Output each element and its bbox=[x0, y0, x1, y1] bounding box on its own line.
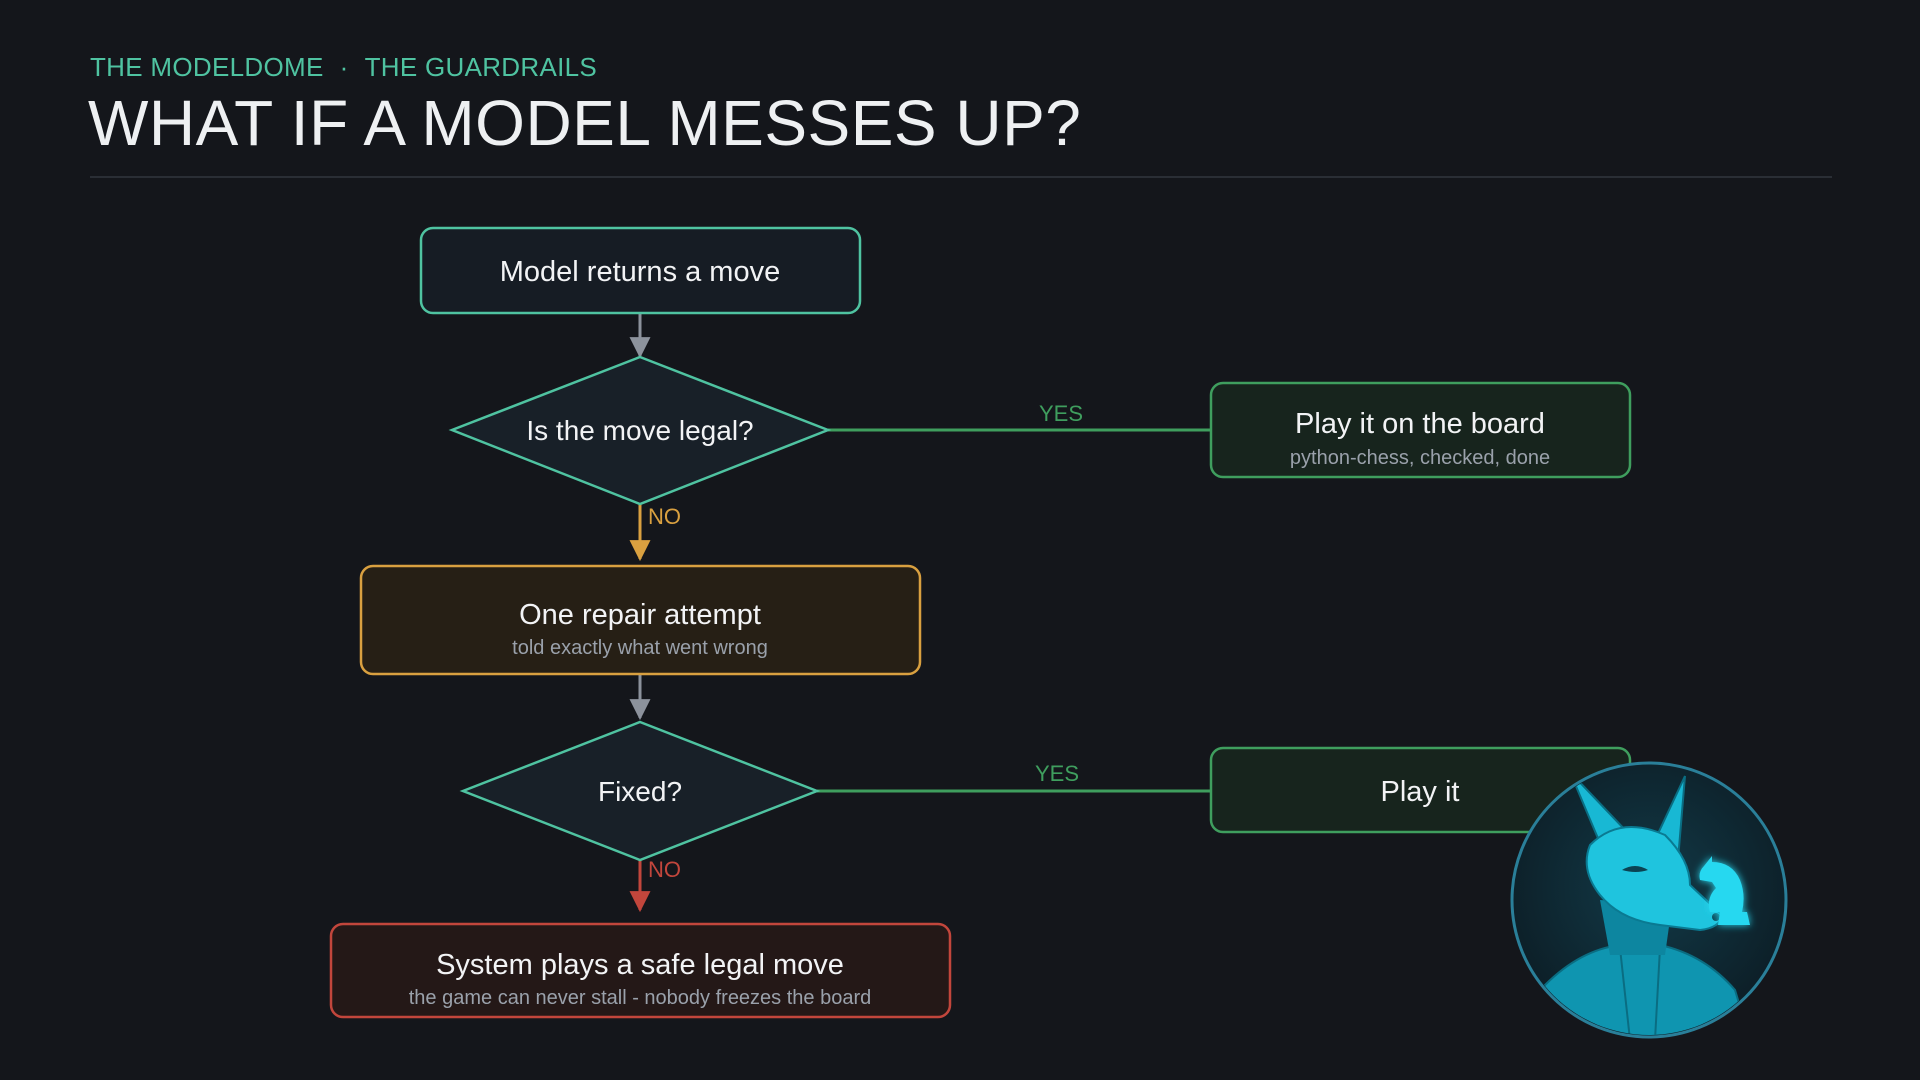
chess-knight-icon bbox=[1699, 856, 1750, 925]
node-repair-attempt-title: One repair attempt bbox=[519, 599, 761, 631]
node-safe-legal-move-title: System plays a safe legal move bbox=[436, 949, 844, 981]
node-play-it-title: Play it bbox=[1381, 776, 1460, 808]
eyebrow-separator: · bbox=[339, 52, 349, 82]
yes-label-1: YES bbox=[1039, 401, 1083, 426]
node-play-on-board-sub: python-chess, checked, done bbox=[1290, 447, 1550, 469]
eyebrow-left: THE MODELDOME bbox=[90, 52, 324, 82]
no-label-2: NO bbox=[648, 857, 681, 882]
node-play-on-board-title: Play it on the board bbox=[1295, 408, 1545, 440]
decision-move-legal: Is the move legal? bbox=[448, 355, 832, 506]
node-safe-legal-move: System plays a safe legal move the game … bbox=[329, 922, 952, 1019]
node-model-returns-move: Model returns a move bbox=[419, 226, 862, 315]
decision-fixed-title: Fixed? bbox=[598, 776, 682, 807]
title-divider bbox=[90, 176, 1832, 178]
eyebrow: THE MODELDOME · THE GUARDRAILS bbox=[90, 52, 597, 83]
node-model-returns-move-title: Model returns a move bbox=[500, 256, 780, 288]
node-play-on-board: Play it on the board python-chess, check… bbox=[1209, 381, 1632, 479]
yes-label-2: YES bbox=[1035, 761, 1079, 786]
node-repair-attempt: One repair attempt told exactly what wen… bbox=[359, 564, 922, 676]
eyebrow-right: THE GUARDRAILS bbox=[364, 52, 598, 82]
page-title: WHAT IF A MODEL MESSES UP? bbox=[88, 87, 1082, 159]
no-label-1: NO bbox=[648, 504, 681, 529]
node-play-it: Play it bbox=[1209, 746, 1632, 834]
decision-move-legal-title: Is the move legal? bbox=[526, 415, 753, 446]
decision-fixed: Fixed? bbox=[459, 720, 821, 862]
node-repair-attempt-sub: told exactly what went wrong bbox=[512, 637, 768, 659]
fox-robot-avatar-icon bbox=[1510, 761, 1788, 1039]
node-safe-legal-move-sub: the game can never stall - nobody freeze… bbox=[409, 987, 872, 1009]
